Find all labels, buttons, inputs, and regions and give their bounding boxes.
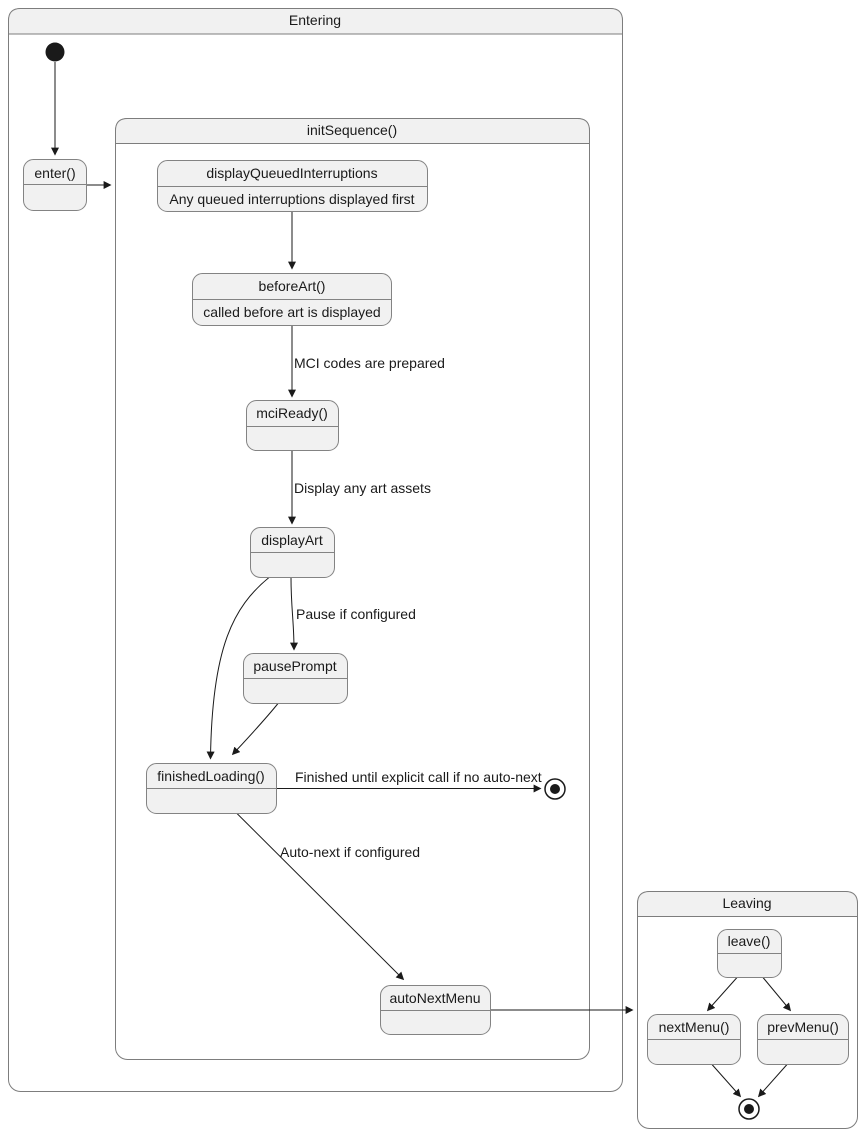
entering-container-title: Entering <box>289 12 341 28</box>
edge-label-mci-codes: MCI codes are prepared <box>294 355 445 371</box>
initial-state-icon <box>45 42 65 62</box>
init-sequence-container-title: initSequence() <box>307 122 397 138</box>
edge-display-art-to-pause-prompt <box>289 577 298 651</box>
edge-pause-prompt-to-finished-loading <box>231 703 279 756</box>
edge-prev-menu-to-final <box>757 1064 788 1098</box>
state-mci-ready-title: mciReady() <box>256 405 328 421</box>
state-leave: leave() <box>717 929 782 978</box>
edge-display-art-to-finished-loading <box>206 577 270 760</box>
state-finished-loading-title: finishedLoading() <box>157 768 264 784</box>
state-display-queued-interruptions: displayQueuedInterruptions Any queued in… <box>157 160 428 212</box>
edge-finished-loading-to-auto-next-menu <box>236 813 405 981</box>
edge-next-menu-to-final <box>711 1064 742 1098</box>
state-before-art-title: beforeArt() <box>259 278 326 294</box>
edge-leave-to-next-menu <box>706 977 738 1012</box>
state-prev-menu: prevMenu() <box>757 1014 849 1065</box>
state-mci-ready: mciReady() <box>246 400 339 451</box>
edge-label-display-art-assets: Display any art assets <box>294 480 431 496</box>
composite-state-leaving: Leaving <box>637 891 858 1129</box>
final-state-icon-init-sequence <box>544 778 566 800</box>
entering-container-header <box>8 8 623 35</box>
leaving-container-title: Leaving <box>722 895 771 911</box>
state-before-art-description: called before art is displayed <box>203 304 380 320</box>
state-before-art: beforeArt() called before art is display… <box>192 273 392 326</box>
state-dqi-title: displayQueuedInterruptions <box>206 165 377 181</box>
init-sequence-container-box <box>115 118 590 1060</box>
state-auto-next-menu: autoNextMenu <box>380 985 491 1035</box>
state-display-art-title: displayArt <box>261 532 323 548</box>
edge-label-finished-until-explicit: Finished until explicit call if no auto-… <box>295 769 542 785</box>
state-display-art: displayArt <box>250 527 335 578</box>
leaving-container-header <box>637 891 858 917</box>
transition-edges <box>51 62 792 1098</box>
state-next-menu: nextMenu() <box>647 1014 741 1065</box>
state-auto-next-menu-title: autoNextMenu <box>389 990 480 1006</box>
composite-state-init-sequence: initSequence() <box>115 118 590 1060</box>
init-sequence-container-header <box>115 118 590 144</box>
state-enter: enter() <box>23 159 87 211</box>
state-leave-title: leave() <box>728 933 771 949</box>
edge-leave-to-prev-menu <box>762 977 792 1012</box>
edge-label-pause-if-configured: Pause if configured <box>296 606 416 622</box>
transition-labels: MCI codes are prepared Display any art a… <box>280 355 542 860</box>
state-dqi-description: Any queued interruptions displayed first <box>169 191 414 207</box>
state-finished-loading: finishedLoading() <box>146 763 277 814</box>
state-enter-title: enter() <box>34 165 75 181</box>
final-state-icon-leaving <box>738 1098 760 1120</box>
state-prev-menu-title: prevMenu() <box>767 1019 839 1035</box>
state-next-menu-title: nextMenu() <box>659 1019 730 1035</box>
edge-label-auto-next-if-configured: Auto-next if configured <box>280 844 420 860</box>
state-pause-prompt-title: pausePrompt <box>253 658 336 674</box>
state-pause-prompt: pausePrompt <box>243 653 348 704</box>
leaving-container-box <box>637 891 858 1129</box>
state-mci-ready-box <box>246 400 339 451</box>
